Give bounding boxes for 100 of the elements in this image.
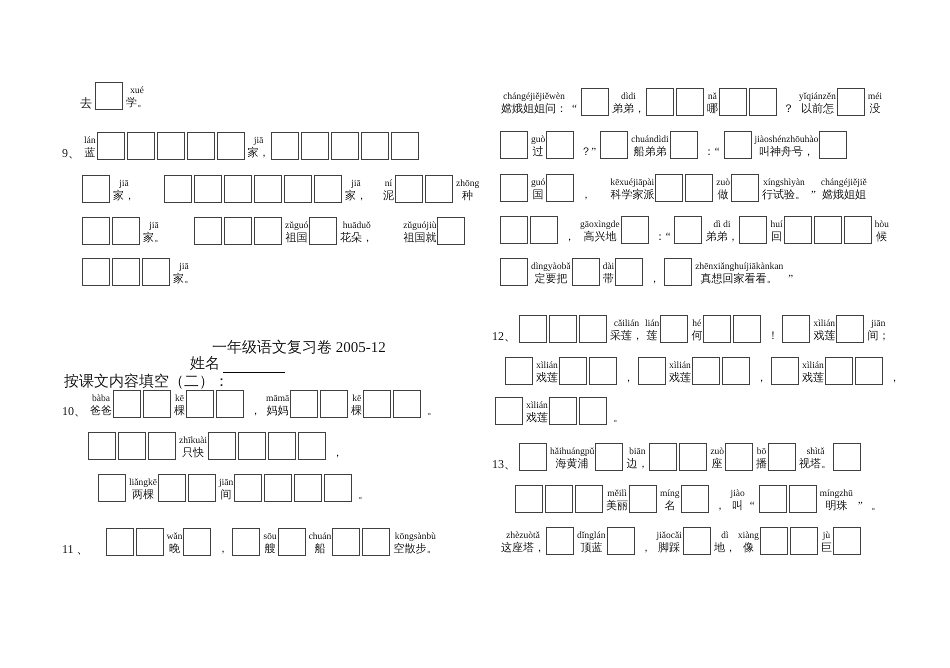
hanzi-text: 叫神舟号， [758, 146, 814, 159]
punctuation-mark: ， [580, 189, 592, 202]
pinyin-text: lián [645, 319, 660, 330]
question-number: 13、 [492, 457, 516, 471]
hanzi-text: 座 [712, 458, 723, 471]
pinyin-text: jiǎocǎi [656, 531, 682, 542]
punctuation-mark: ？ [782, 103, 794, 116]
hanzi-text: 爸爸 [90, 405, 112, 418]
pinyin-text: nǎ [708, 92, 717, 103]
hanzi-text: 泥 [383, 190, 394, 203]
punctuation-mark: ” [810, 189, 816, 202]
hanzi-text: 候 [876, 231, 888, 244]
hanzi-text: 蓝 [84, 147, 96, 160]
hanzi-text: 明珠 [825, 500, 848, 513]
pinyin-text: dì [721, 531, 729, 542]
punctuation-mark: “ [750, 500, 755, 513]
hanzi-text: 科学家派 [610, 189, 654, 202]
hanzi-text: 两棵 [132, 489, 154, 502]
pinyin-text: lán [84, 136, 96, 147]
hanzi-text: 没 [869, 103, 880, 116]
pinyin-text: jiā [149, 221, 159, 232]
pinyin-text: dǐnglán [577, 531, 606, 542]
pinyin-text: chuán [308, 532, 332, 543]
hanzi-text: 带 [602, 273, 614, 286]
punctuation-mark: ？” [580, 146, 596, 159]
hanzi-text: 何 [691, 330, 702, 343]
punctuation-mark: ， [250, 405, 261, 418]
punctuation-mark: ！ [767, 330, 778, 343]
hanzi-text: 这座塔， [501, 542, 545, 555]
hanzi-text: 做 [718, 189, 729, 202]
pinyin-text: zhīkuài [179, 436, 207, 447]
hanzi-text: 间 [220, 489, 232, 502]
pinyin-text: xiàng [738, 531, 759, 542]
punctuation-mark: ， [756, 372, 767, 385]
pinyin-text: kē [352, 394, 362, 405]
hanzi-text: 家， [113, 190, 135, 203]
pinyin-text: ní [384, 179, 392, 190]
punctuation-mark: ” [788, 273, 794, 286]
punctuation-mark: ， [217, 543, 228, 556]
pinyin-text: chángéjiějiě [820, 178, 867, 189]
pinyin-text: kē [175, 394, 184, 405]
hanzi-text: 戏莲 [813, 330, 836, 343]
punctuation-mark: ， [649, 273, 660, 286]
pinyin-text: jiān [218, 478, 234, 489]
pinyin-text: jiàoshénzhōuhào [754, 135, 818, 146]
instruction-text: 姓名 [190, 356, 220, 373]
pinyin-text: méi [868, 92, 882, 103]
hanzi-text: 学。 [126, 97, 148, 110]
pinyin-text: jiān [871, 319, 886, 330]
pinyin-text: guò [531, 135, 546, 146]
punctuation-mark: ， [714, 500, 726, 513]
pinyin-text: xíngshìyàn [763, 178, 805, 189]
hanzi-text: 船弟弟 [633, 146, 666, 159]
hanzi-text: 顶蓝 [580, 542, 602, 555]
pinyin-text: xué [130, 86, 144, 97]
hanzi-text: 像 [742, 542, 754, 555]
pinyin-text: zǔguójiù [403, 221, 436, 232]
hanzi-text: 只快 [182, 447, 204, 460]
question-number: 去 [80, 96, 92, 110]
question-number: 11 、 [62, 542, 89, 556]
hanzi-text: 戏莲 [536, 372, 558, 385]
hanzi-text: 祖国 [286, 232, 308, 245]
hanzi-text: 间； [867, 330, 890, 343]
instruction-text: 按课文内容填空（二）： [64, 374, 229, 391]
hanzi-text: 花朵， [340, 232, 374, 245]
pinyin-text: zhōng [456, 179, 480, 190]
punctuation-mark: ， [640, 542, 652, 555]
hanzi-text: 弟弟， [705, 231, 738, 244]
pinyin-text: liǎngkē [129, 478, 157, 489]
hanzi-text: 妈妈 [266, 405, 289, 418]
hanzi-text: 定要把 [534, 273, 568, 286]
pinyin-text: zhēnxiǎnghuíjiākànkan [695, 262, 784, 272]
hanzi-text: 嫦娥姐姐问： [501, 103, 567, 116]
pinyin-text: bàba [92, 394, 110, 405]
pinyin-text: hé [692, 319, 702, 330]
punctuation-mark: ， [332, 447, 343, 460]
hanzi-text: 家， [248, 147, 270, 160]
hanzi-text: 巨 [820, 542, 832, 555]
pinyin-text: hòu [874, 220, 889, 231]
hanzi-text: 船 [314, 543, 326, 556]
hanzi-text: 边， [626, 458, 648, 471]
pinyin-text: huāduǒ [342, 221, 371, 232]
hanzi-text: 叫 [732, 500, 744, 513]
pinyin-text: guó [531, 178, 546, 189]
pinyin-text: zuò [710, 447, 724, 458]
pinyin-text: jiā [351, 179, 361, 190]
punctuation-mark: ， [889, 372, 900, 385]
hanzi-text: 戏莲 [669, 372, 691, 385]
punctuation-mark: “ [572, 103, 577, 116]
question-number: 12、 [492, 329, 516, 343]
pinyin-text: xìlián [526, 401, 548, 412]
pinyin-text: jiā [179, 262, 189, 272]
hanzi-text: 戏莲 [526, 412, 548, 425]
pinyin-text: chángéjiějiěwèn [503, 92, 565, 103]
punctuation-mark: 。 [358, 489, 370, 502]
hanzi-text: 地， [714, 542, 736, 555]
pinyin-text: cǎilián [614, 319, 640, 330]
hanzi-text: 戏莲 [802, 372, 824, 385]
pinyin-text: jiā [254, 136, 264, 146]
punctuation-mark: ” [858, 500, 863, 513]
